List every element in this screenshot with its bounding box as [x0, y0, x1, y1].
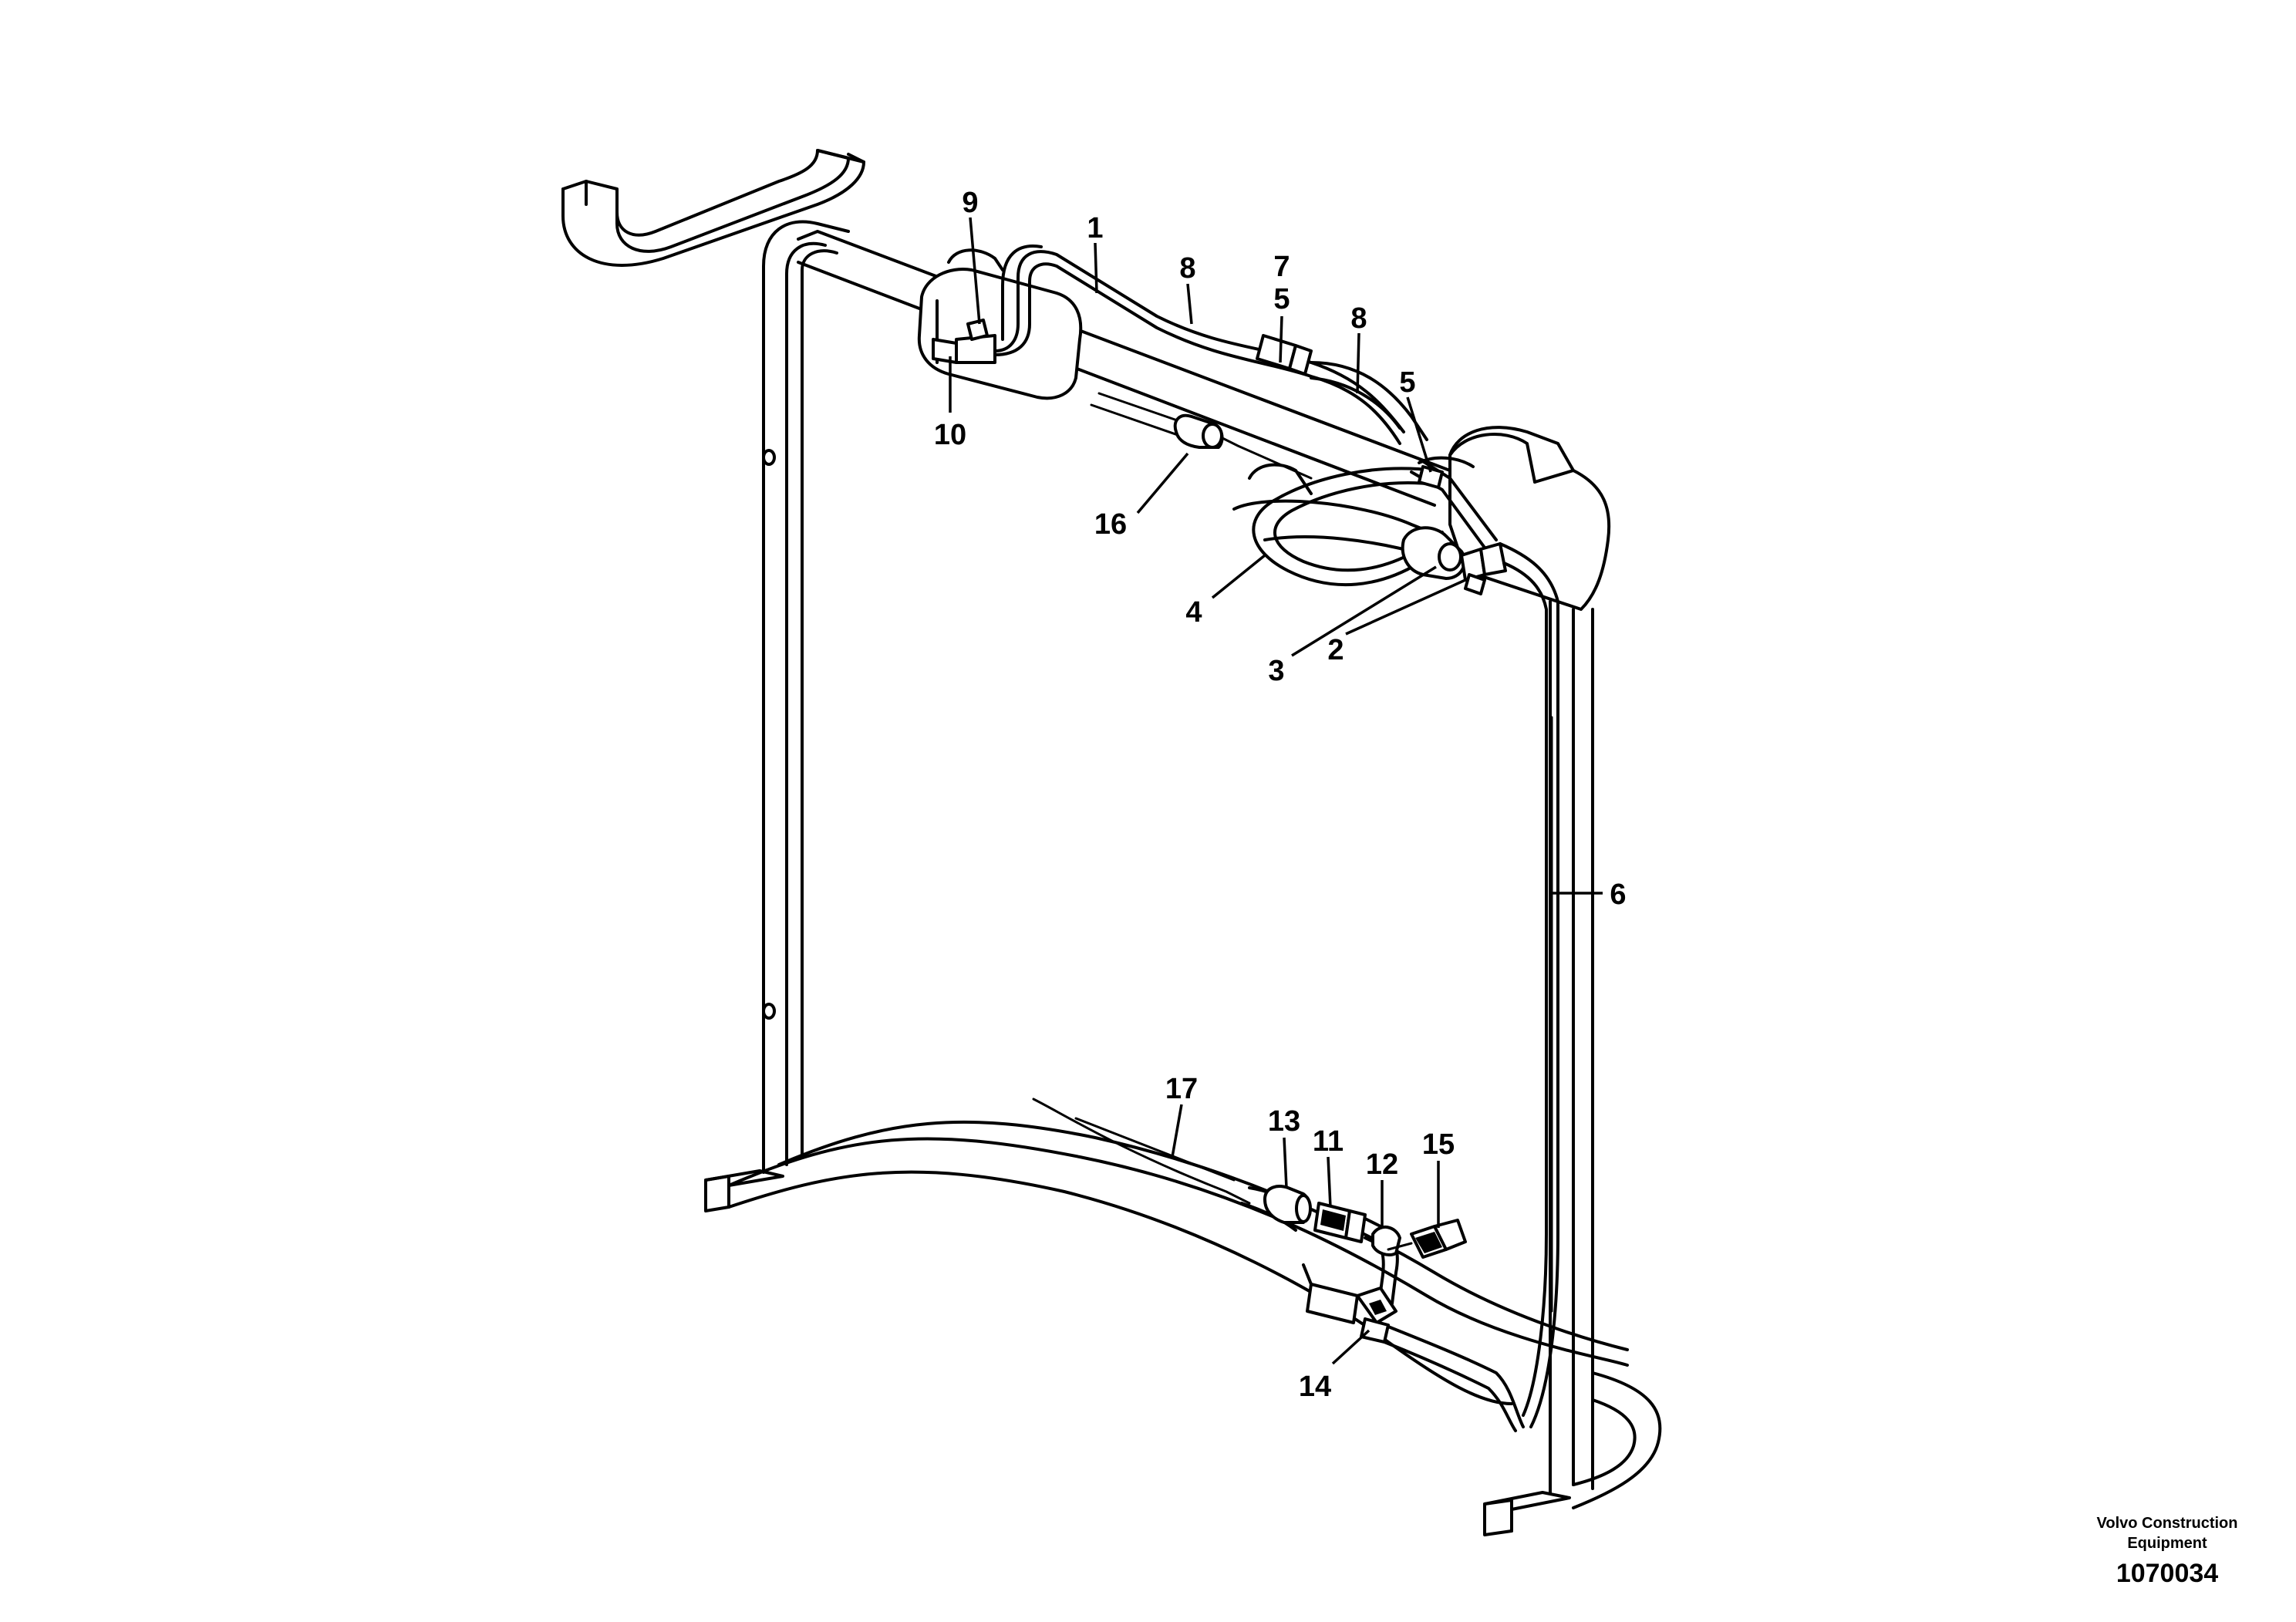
connector-14 [1306, 1283, 1397, 1344]
callout-17: 17 [1165, 1073, 1198, 1105]
callout-14: 14 [1299, 1371, 1331, 1403]
callout-4: 4 [1185, 596, 1202, 629]
hose-8-upper [1310, 361, 1428, 441]
callout-11: 11 [1313, 1125, 1344, 1158]
hose-6 [1499, 542, 1559, 1428]
connector-15 [1387, 1219, 1467, 1259]
callout-9: 9 [962, 187, 978, 219]
washer-tank-left [917, 248, 1083, 400]
washer-tank-right [1232, 426, 1611, 611]
cab-frame [561, 149, 1662, 1536]
callout-2: 2 [1327, 634, 1344, 666]
connector-9-10 [932, 319, 996, 364]
callout-5-upper: 5 [1273, 283, 1290, 315]
connector-2 [1460, 542, 1507, 595]
callout-10: 10 [934, 419, 966, 451]
brand-name-line1: Volvo Construction [2096, 1515, 2238, 1532]
hose-lower-run [1302, 1263, 1525, 1432]
callout-8-upper: 8 [1179, 252, 1195, 285]
hose-17 [1032, 1098, 1305, 1232]
leader-lines [949, 217, 1603, 1365]
callout-7: 7 [1273, 251, 1290, 283]
callout-1: 1 [1087, 212, 1103, 244]
callout-15: 15 [1422, 1128, 1455, 1161]
callout-3: 3 [1268, 655, 1284, 687]
callout-8-lower: 8 [1350, 302, 1367, 335]
connector-11 [1313, 1202, 1367, 1243]
callout-labels: 9 10 1 8 7 5 8 5 16 4 3 2 6 17 13 11 12 … [934, 187, 1627, 1403]
callout-16: 16 [1094, 508, 1127, 541]
callout-6: 6 [1610, 878, 1626, 911]
connector-7 [1256, 334, 1313, 376]
drawing-number: 1070034 [2116, 1559, 2219, 1588]
connector-13 [1263, 1185, 1312, 1224]
hose-16 [1090, 392, 1313, 480]
brand-name-line2: Equipment [2127, 1535, 2207, 1552]
callout-13: 13 [1268, 1105, 1300, 1138]
callout-5-lower: 5 [1399, 366, 1415, 399]
hose-1-top [993, 244, 1405, 445]
callout-12: 12 [1366, 1148, 1398, 1181]
